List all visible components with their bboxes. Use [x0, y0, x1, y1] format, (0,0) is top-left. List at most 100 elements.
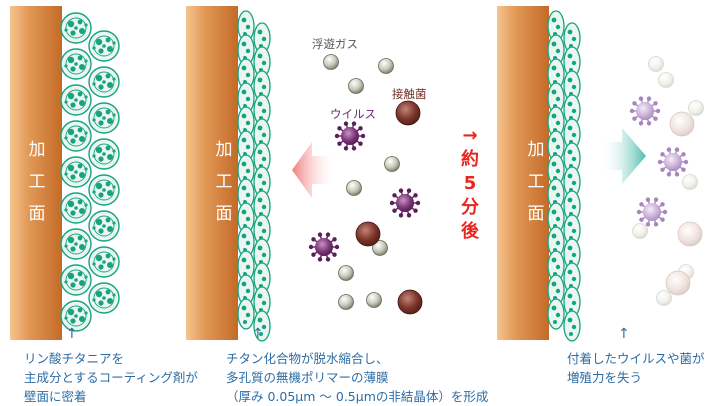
wall-label-panel2: 加 工 面 — [209, 134, 239, 230]
label-virus: ウイルス — [330, 107, 376, 121]
wall-char: 工 — [527, 172, 545, 192]
virus-spike-tip — [334, 244, 340, 250]
virus-spike-tip — [325, 257, 331, 262]
virus-spike-tip — [632, 101, 637, 106]
caption-line: 主成分とするコーティング剤が — [24, 370, 198, 385]
coating-particle — [88, 138, 120, 170]
virus-core — [341, 127, 359, 145]
virus-particle — [334, 121, 366, 151]
coating-particle — [60, 156, 92, 188]
virus-spike-tip — [308, 244, 314, 250]
virus-spike-tip — [646, 121, 652, 126]
virus-spike-tip — [351, 121, 357, 126]
gas-particle — [384, 156, 400, 172]
gas-particle — [323, 54, 339, 70]
virus-spike-tip — [666, 172, 672, 177]
caption-panel3: 付着したウイルスや菌が 増殖力を失う — [567, 349, 705, 387]
wall — [10, 6, 62, 340]
virus-spike-tip — [666, 147, 672, 152]
virus-spike-tip — [358, 126, 363, 131]
virus-particle — [629, 96, 661, 126]
virus-spike-tip — [638, 96, 644, 101]
virus-particle — [308, 232, 340, 262]
gas-particle — [378, 58, 394, 74]
wall-char: 加 — [527, 140, 545, 160]
virus-particle — [657, 147, 689, 177]
virus-spike-tip — [632, 116, 637, 121]
wall-char: 面 — [527, 204, 545, 224]
virus-particle — [389, 188, 421, 218]
coating-particle — [88, 246, 120, 278]
virus-spike-tip — [325, 232, 331, 237]
right-arrow-icon — [600, 128, 646, 184]
caption-line: 多孔質の無機ポリマーの薄膜 — [226, 370, 389, 385]
label-gas: 浮遊ガス — [312, 37, 358, 51]
coating-particle — [60, 264, 92, 296]
virus-spike-tip — [337, 141, 342, 146]
coating-particle — [60, 84, 92, 116]
caption-panel2: チタン化合物が脱水縮合し、 多孔質の無機ポリマーの薄膜 （厚み 0.05μm ～… — [226, 349, 488, 406]
time-char: 後 — [461, 221, 479, 242]
virus-spike-tip — [332, 252, 337, 257]
wall — [497, 6, 549, 340]
gas-particle — [366, 292, 382, 308]
time-label: → 約 5 分 後 — [455, 124, 485, 244]
virus-spike-tip — [337, 126, 342, 131]
virus-spike-tip — [655, 108, 661, 114]
virus-core — [396, 194, 414, 212]
coating-film — [547, 298, 565, 330]
virus-spike-tip — [406, 213, 412, 218]
transition-arrows — [292, 128, 646, 198]
virus-spike-tip — [413, 193, 418, 198]
virus-spike-tip — [662, 209, 668, 215]
virus-spike-tip — [392, 193, 397, 198]
virus-spike-tip — [398, 188, 404, 193]
bacteria-particle — [669, 111, 695, 137]
gas-particle — [632, 223, 648, 239]
coating-particle — [88, 66, 120, 98]
virus-spike-tip — [317, 232, 323, 237]
coating-particle — [60, 192, 92, 224]
virus-spike-tip — [415, 200, 421, 206]
time-char: 5 — [463, 173, 477, 194]
virus-spike-tip — [334, 133, 340, 139]
virus-spike-tip — [629, 108, 635, 114]
left-arrow-icon — [292, 142, 336, 198]
caption-panel1: リン酸チタニアを 主成分とするコーティング剤が 壁面に密着 — [24, 349, 198, 406]
virus-spike-tip — [358, 141, 363, 146]
virus-spike-tip — [681, 167, 686, 172]
wall-char: 加 — [28, 140, 46, 160]
gas-particle — [338, 265, 354, 281]
bacteria-particle — [395, 100, 421, 126]
virus-spike-tip — [657, 159, 663, 165]
virus-spike-tip — [660, 217, 665, 222]
virus-spike-tip — [392, 208, 397, 213]
caption-line: 増殖力を失う — [567, 370, 643, 385]
wall-char: 工 — [28, 172, 46, 192]
coating-particle — [88, 282, 120, 314]
caption-line: リン酸チタニアを — [24, 351, 125, 366]
virus-core — [664, 153, 682, 171]
virus-spike-tip — [638, 121, 644, 126]
gas-particle — [648, 56, 664, 72]
gas-particle — [682, 174, 698, 190]
virus-spike-tip — [653, 101, 658, 106]
virus-spike-tip — [398, 213, 404, 218]
virus-spike-tip — [351, 146, 357, 151]
gas-particle — [372, 240, 388, 256]
virus-spike-tip — [639, 202, 644, 207]
wall-char: 工 — [215, 172, 233, 192]
virus-core — [636, 102, 654, 120]
virus-spike-tip — [653, 222, 659, 227]
gas-particle — [688, 100, 704, 116]
gas-particle — [338, 294, 354, 310]
gas-particle — [656, 290, 672, 306]
caption-line: 壁面に密着 — [24, 389, 87, 404]
coating-particle — [60, 120, 92, 152]
coating-particle — [88, 174, 120, 206]
gas-particle — [346, 180, 362, 196]
coating-particle — [88, 30, 120, 62]
coating-particle — [88, 102, 120, 134]
virus-spike-tip — [660, 152, 665, 157]
